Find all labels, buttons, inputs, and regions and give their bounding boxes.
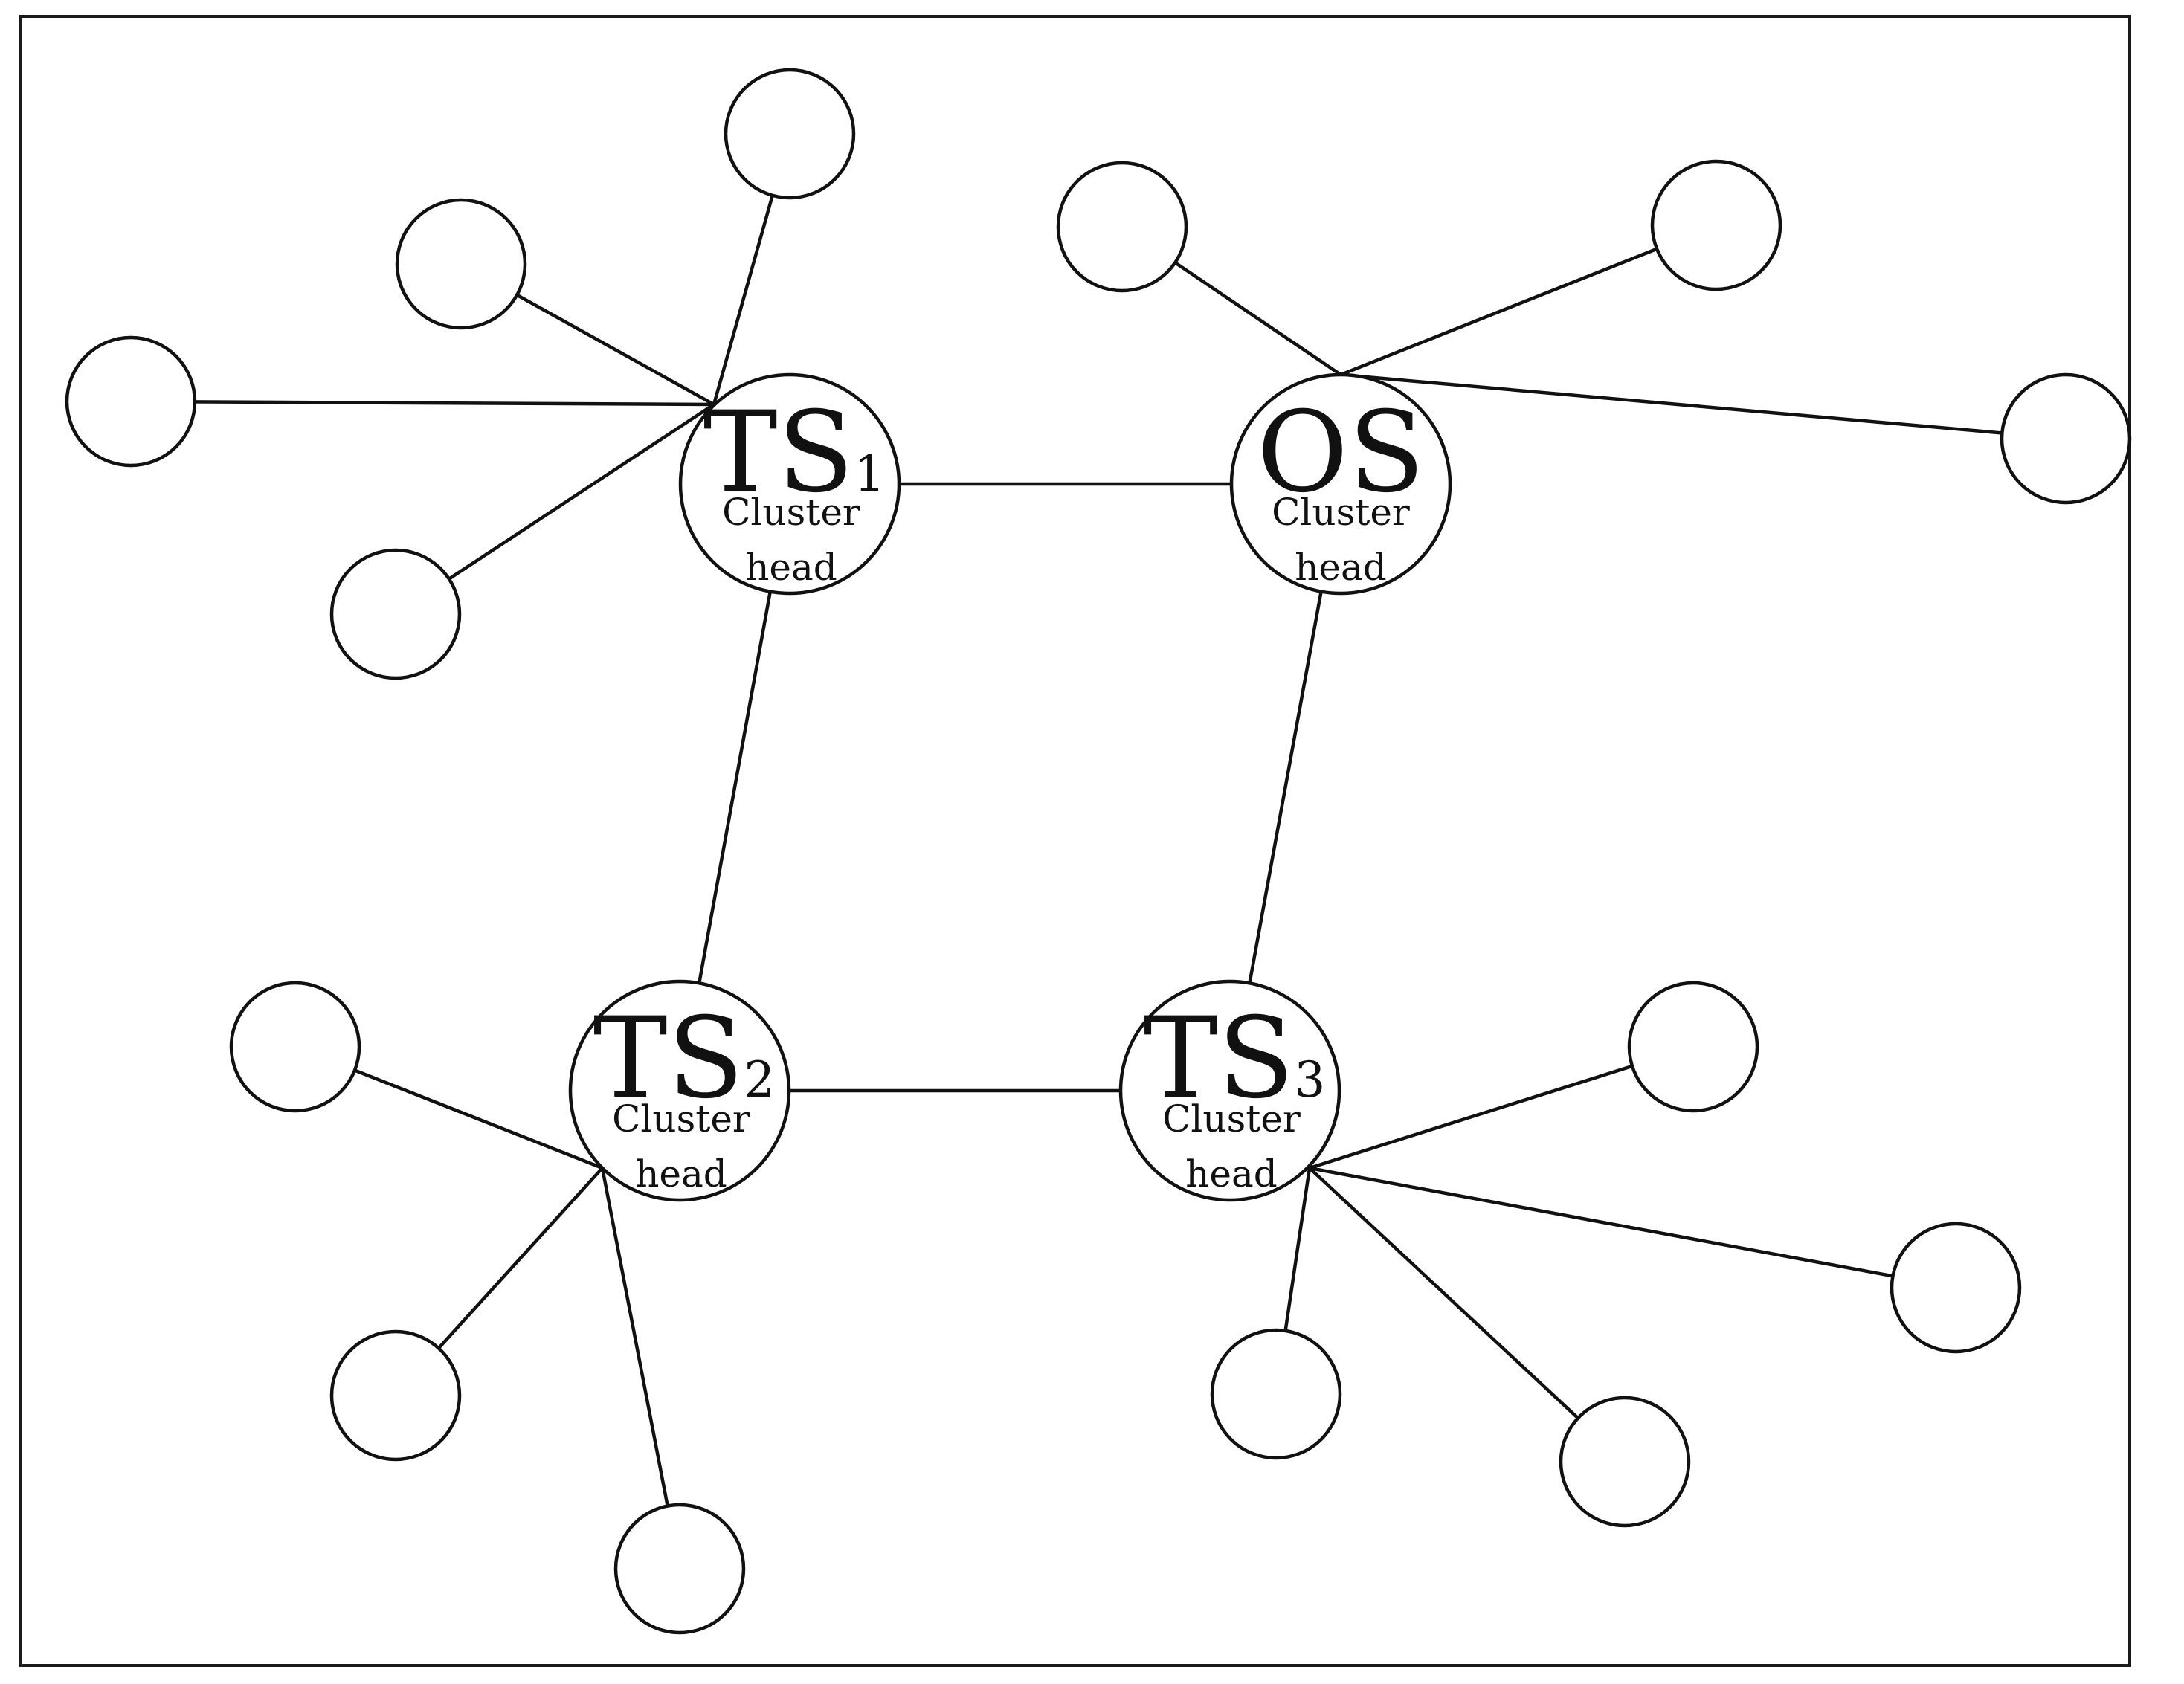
cluster-head-ts1-caption-line2: head xyxy=(745,546,837,589)
member-node-ts1-1 xyxy=(724,68,856,200)
cluster-head-ts2-caption-line1: Cluster xyxy=(612,1097,750,1141)
cluster-head-ts2-caption-line2: head xyxy=(635,1152,727,1196)
member-node-ts2-1 xyxy=(229,981,361,1113)
cluster-head-ts1-caption-line1: Cluster xyxy=(722,491,860,534)
member-link-ts2-3 xyxy=(600,1166,682,1571)
member-node-ts3-3 xyxy=(1559,1396,1691,1528)
member-link-ts1-3 xyxy=(129,399,716,407)
member-node-ts3-1 xyxy=(1627,981,1759,1113)
member-link-os-2 xyxy=(1339,223,1718,377)
member-node-ts1-4 xyxy=(329,548,462,680)
member-link-ts3-3 xyxy=(1307,1166,1627,1464)
member-node-ts1-2 xyxy=(395,198,527,330)
cluster-head-ts2-circle xyxy=(568,979,791,1202)
cluster-head-ts3: TS3 Cluster head xyxy=(1118,979,1341,1202)
member-node-ts2-3 xyxy=(613,1503,746,1635)
cluster-head-os-title: OS xyxy=(1257,388,1425,517)
cluster-head-os: OS Cluster head xyxy=(1229,372,1452,596)
cluster-head-ts2: TS2 Cluster head xyxy=(568,979,791,1202)
cluster-head-ts3-caption-line2: head xyxy=(1185,1152,1278,1196)
cluster-head-ts3-title: TS3 xyxy=(1144,994,1326,1123)
member-node-ts1-3 xyxy=(65,335,197,468)
member-node-ts3-4 xyxy=(1210,1328,1342,1460)
cluster-head-ts1-title: TS1 xyxy=(703,388,886,517)
member-node-os-3 xyxy=(2000,372,2132,505)
cluster-head-os-caption-line2: head xyxy=(1295,546,1387,589)
member-node-os-2 xyxy=(1650,159,1782,291)
diagram-frame xyxy=(19,15,2131,1667)
cluster-head-os-circle xyxy=(1229,372,1452,596)
member-link-ts3-1 xyxy=(1307,1045,1695,1170)
member-node-ts3-2 xyxy=(1890,1222,2022,1354)
member-node-os-1 xyxy=(1056,161,1188,293)
cluster-head-ts2-title: TS2 xyxy=(593,994,776,1123)
cluster-head-os-caption-line1: Cluster xyxy=(1272,491,1410,534)
member-link-ts3-2 xyxy=(1307,1166,1958,1290)
member-link-os-3 xyxy=(1339,372,2068,441)
member-nodes-layer xyxy=(65,68,2132,1635)
cluster-head-ts3-caption-line1: Cluster xyxy=(1162,1097,1301,1141)
cluster-head-ts3-circle xyxy=(1118,979,1341,1202)
cluster-head-ts1: TS1 Cluster head xyxy=(678,372,901,596)
cluster-head-ts1-circle xyxy=(678,372,901,596)
member-node-ts2-2 xyxy=(329,1329,462,1462)
